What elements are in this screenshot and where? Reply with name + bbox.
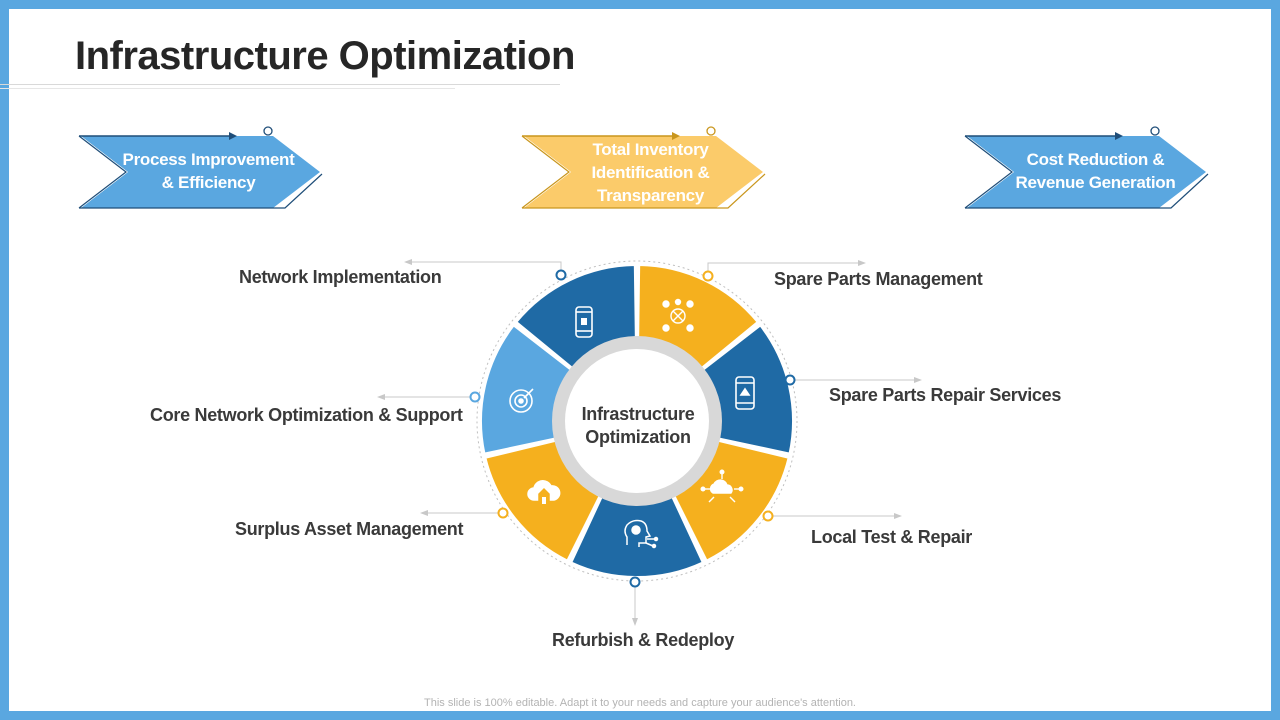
chevron-3-line1: Cost Reduction &	[1026, 150, 1165, 169]
chevron-2-text: Total Inventory Identification & Transpa…	[548, 138, 753, 207]
label-network-implementation: Network Implementation	[239, 267, 442, 287]
label-surplus-asset-management: Surplus Asset Management	[235, 519, 464, 539]
chevron-1-line2: & Efficiency	[161, 173, 256, 192]
cloud-network-icon	[700, 469, 744, 503]
tablet-icon	[735, 376, 755, 410]
head-gear-icon	[624, 519, 659, 549]
center-label-line2: Optimization	[585, 427, 691, 447]
chevron-2-line1: Total Inventory	[592, 140, 709, 159]
label-core-network-optimization: Core Network Optimization & Support	[150, 405, 463, 425]
chevron-cost-reduction	[964, 126, 1209, 209]
label-spare-parts-management: Spare Parts Management	[774, 269, 983, 289]
center-label-line1: Infrastructure	[581, 404, 695, 424]
target-icon	[509, 388, 534, 413]
ring-center	[565, 349, 709, 493]
chevron-2-line2: Identification &	[591, 163, 710, 182]
cloud-house-icon	[527, 480, 561, 505]
title-underline	[0, 84, 560, 85]
smartphone-icon	[575, 306, 593, 338]
connector-markers	[469, 269, 796, 588]
label-local-test-repair: Local Test & Repair	[811, 527, 973, 547]
center-label: Infrastructure Optimization	[568, 403, 708, 449]
label-spare-parts-repair-services: Spare Parts Repair Services	[829, 385, 1062, 405]
footer-note: This slide is 100% editable. Adapt it to…	[424, 697, 856, 709]
chevron-process-improvement	[78, 126, 323, 209]
label-refurbish-redeploy: Refurbish & Redeploy	[552, 630, 735, 650]
page-title: Infrastructure Optimization	[75, 34, 575, 78]
chevron-3-text: Cost Reduction & Revenue Generation	[993, 148, 1198, 194]
chevron-3-line2: Revenue Generation	[1015, 173, 1176, 192]
network-nodes-icon	[662, 298, 694, 332]
chevron-2-line3: Transparency	[597, 186, 704, 205]
chevron-1-line1: Process Improvement	[122, 150, 295, 169]
chevron-total-inventory	[521, 126, 766, 209]
title-underline-secondary	[0, 88, 455, 89]
chevron-1-text: Process Improvement & Efficiency	[106, 148, 311, 194]
